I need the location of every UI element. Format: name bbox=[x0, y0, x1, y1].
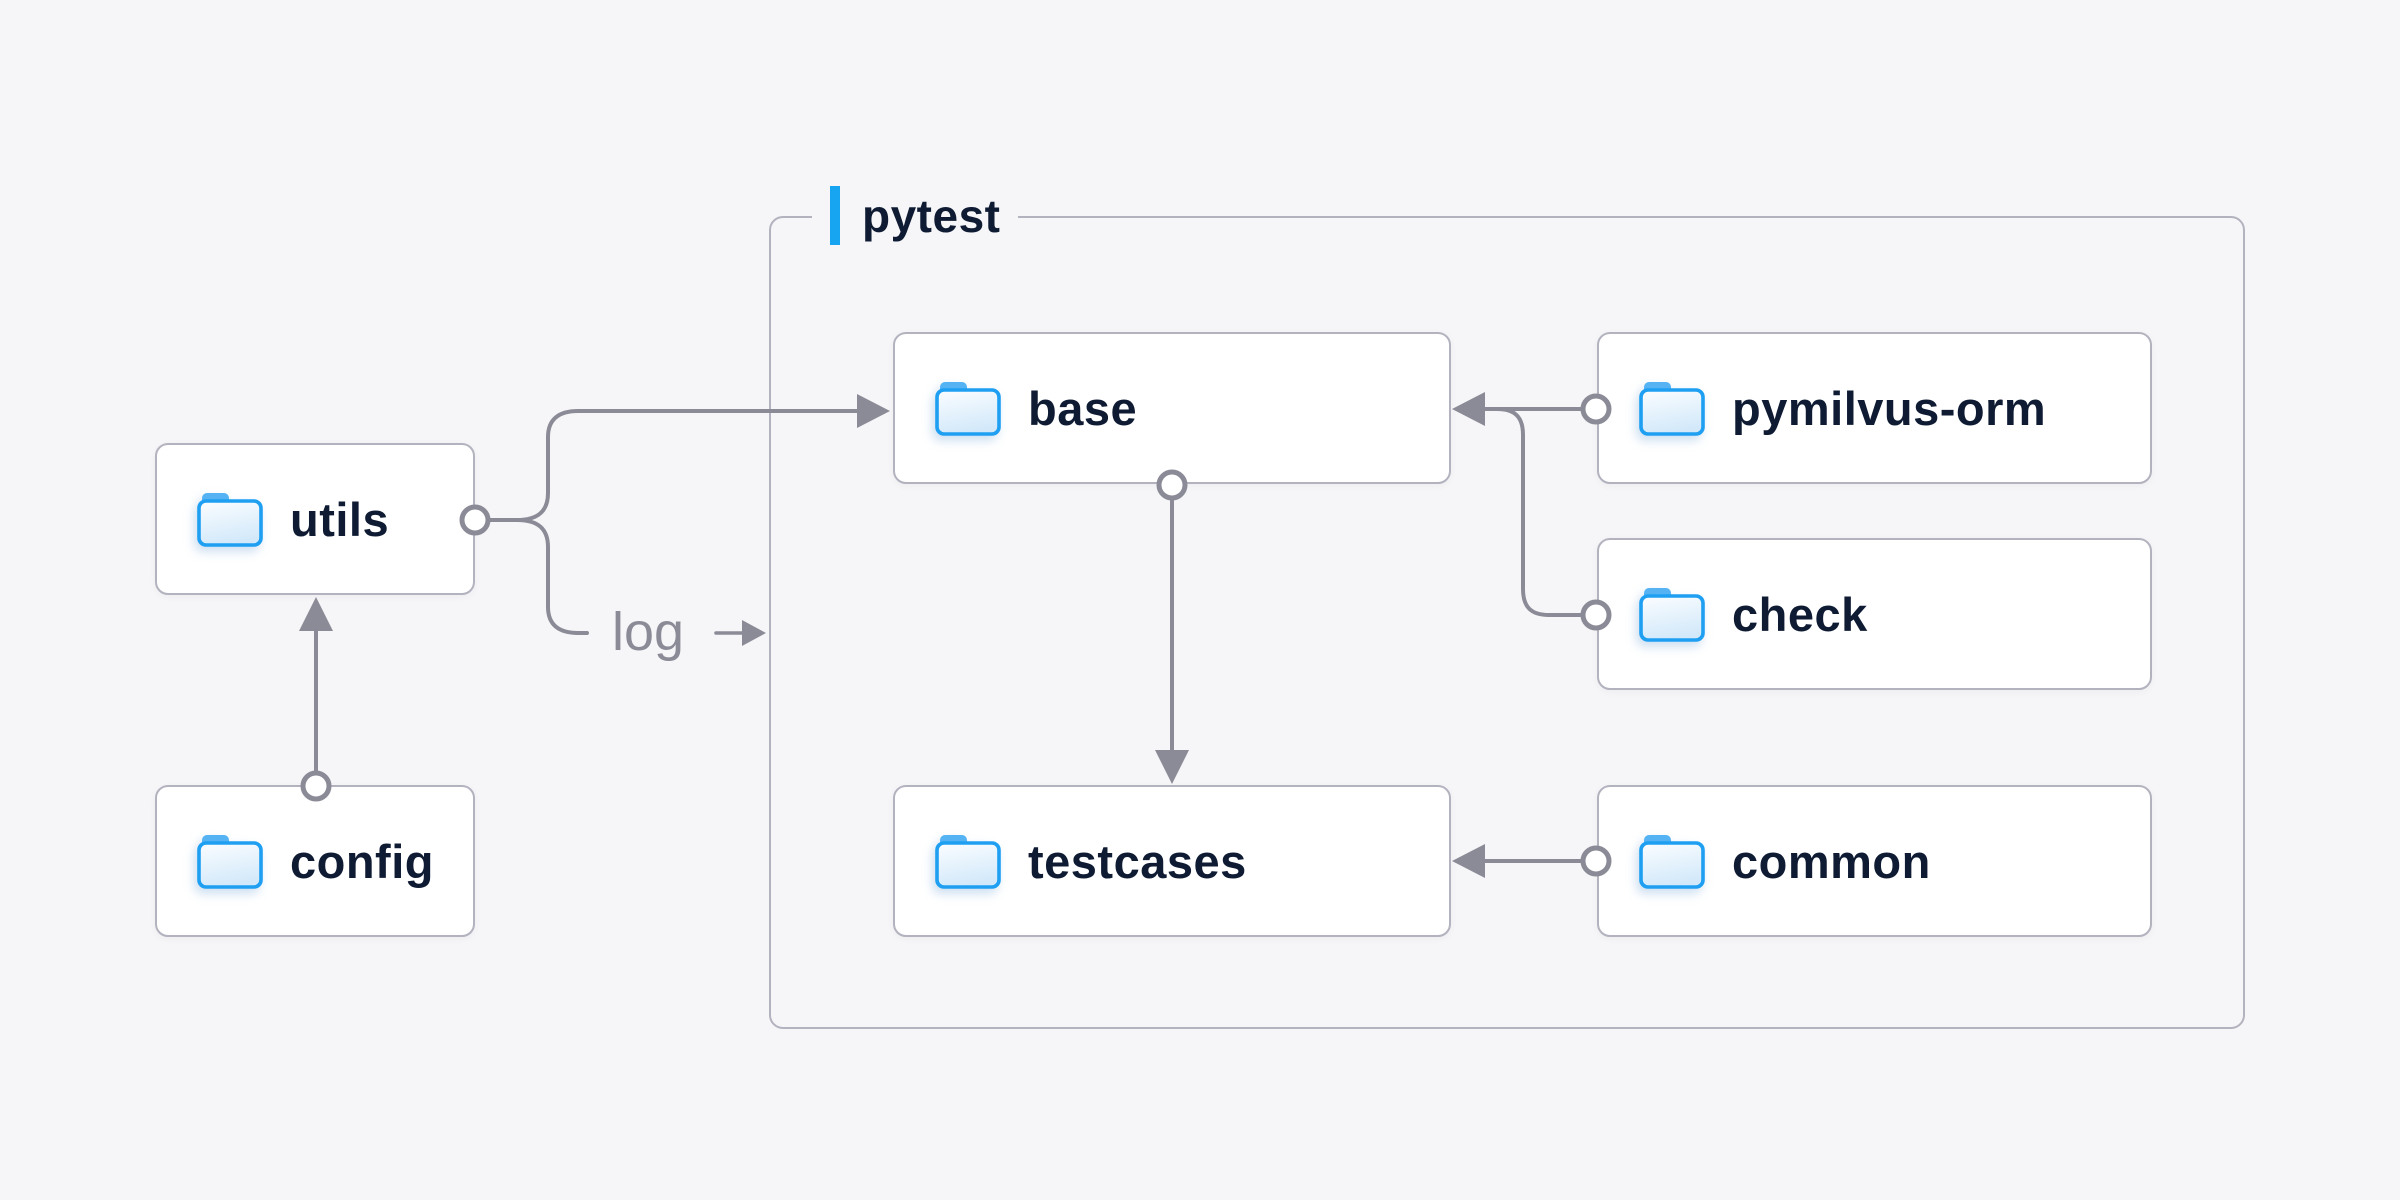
node-base: base bbox=[893, 332, 1451, 484]
node-label: common bbox=[1732, 834, 1931, 888]
node-label: testcases bbox=[1028, 834, 1247, 888]
folder-icon bbox=[935, 382, 1001, 436]
node-pymilvus-orm: pymilvus-orm bbox=[1597, 332, 2152, 484]
folder-icon bbox=[197, 493, 263, 547]
node-common: common bbox=[1597, 785, 2152, 937]
node-check: check bbox=[1597, 538, 2152, 690]
node-label: base bbox=[1028, 381, 1138, 435]
folder-icon bbox=[1639, 382, 1705, 436]
node-config: config bbox=[155, 785, 475, 937]
pytest-group-frame bbox=[769, 216, 2245, 1029]
pytest-group-label: pytest bbox=[812, 186, 1019, 245]
accent-bar bbox=[830, 186, 840, 245]
node-label: check bbox=[1732, 587, 1868, 641]
node-utils: utils bbox=[155, 443, 475, 595]
folder-icon bbox=[197, 835, 263, 889]
folder-icon bbox=[1639, 588, 1705, 642]
node-label: config bbox=[290, 834, 434, 888]
folder-icon bbox=[935, 835, 1001, 889]
edge-label-log: log bbox=[611, 602, 685, 662]
node-label: utils bbox=[290, 492, 390, 546]
pytest-group-title: pytest bbox=[862, 189, 1001, 242]
node-testcases: testcases bbox=[893, 785, 1451, 937]
folder-icon bbox=[1639, 835, 1705, 889]
edge-config-to-utils bbox=[299, 597, 333, 802]
node-label: pymilvus-orm bbox=[1732, 381, 2047, 435]
